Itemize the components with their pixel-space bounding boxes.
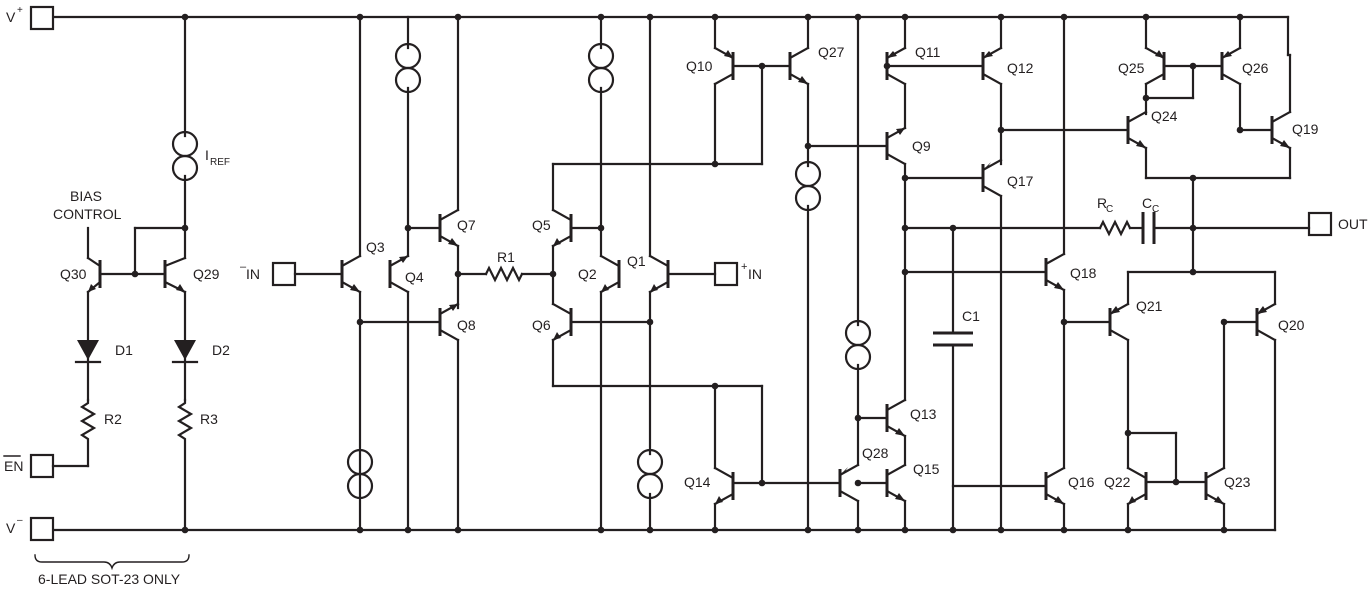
pin-inverting-input: – IN — [240, 261, 297, 287]
q11-label: Q11 — [915, 44, 941, 60]
pin-vminus: V – — [6, 515, 55, 542]
q15-label: Q15 — [913, 461, 940, 477]
q12-label: Q12 — [1007, 60, 1034, 76]
pin-out-label: OUT — [1338, 216, 1368, 232]
q20-label: Q20 — [1278, 317, 1305, 333]
pin-en: EN — [3, 453, 90, 479]
svg-text:+: + — [741, 261, 747, 273]
bias-section: I REF BIAS CONTROL Q30 Q29 D1 R2 — [34, 13, 230, 587]
sot23-note: 6-LEAD SOT-23 ONLY — [38, 571, 181, 587]
q8-label: Q8 — [457, 317, 476, 333]
pin-inv-label: IN — [246, 266, 260, 282]
q5-label: Q5 — [532, 217, 551, 233]
q29-label: Q29 — [193, 266, 220, 282]
q24-label: Q24 — [1151, 108, 1178, 124]
q18-label: Q18 — [1070, 265, 1097, 281]
cc-label: C — [1142, 195, 1152, 211]
control-label: CONTROL — [53, 206, 122, 222]
q30-label: Q30 — [60, 266, 87, 282]
q2-label: Q2 — [578, 266, 597, 282]
r2-label: R2 — [104, 411, 122, 427]
svg-text:–: – — [17, 515, 23, 526]
q28-label: Q28 — [862, 445, 889, 461]
q7-label: Q7 — [457, 217, 476, 233]
q14-label: Q14 — [684, 474, 711, 490]
q23-label: Q23 — [1224, 474, 1251, 490]
q4-label: Q4 — [405, 269, 424, 285]
d1-label: D1 — [115, 342, 133, 358]
q27-label: Q27 — [818, 44, 845, 60]
q17-label: Q17 — [1007, 173, 1034, 189]
q19-label: Q19 — [1292, 121, 1319, 137]
pin-noninverting-input: + IN — [713, 261, 762, 287]
q25-label: Q25 — [1118, 60, 1145, 76]
gain-stage: Q10 Q27 Q14 Q28 — [684, 13, 1130, 534]
svg-text:+: + — [17, 5, 23, 16]
q13-label: Q13 — [910, 406, 937, 422]
q6-label: Q6 — [532, 317, 551, 333]
svg-text:C: C — [1152, 204, 1159, 215]
svg-text:REF: REF — [210, 157, 230, 168]
d2-label: D2 — [212, 342, 230, 358]
pin-output: OUT — [1307, 211, 1368, 237]
q3-label: Q3 — [366, 239, 385, 255]
q16-label: Q16 — [1068, 474, 1095, 490]
rc-label: R — [1097, 195, 1107, 211]
input-stage: Q3 Q4 Q7 Q8 — [293, 13, 764, 534]
pin-noninv-label: IN — [748, 266, 762, 282]
pin-vplus-label: V — [6, 9, 16, 25]
r3-label: R3 — [200, 411, 218, 427]
r1-label: R1 — [497, 249, 515, 265]
svg-text:–: – — [240, 261, 247, 273]
svg-text:C: C — [1106, 204, 1113, 215]
pin-en-label: EN — [4, 458, 23, 474]
bias-label: BIAS — [70, 188, 102, 204]
q1-label: Q1 — [627, 253, 646, 269]
pin-vplus: V + — [6, 5, 55, 31]
q22-label: Q22 — [1104, 474, 1131, 490]
iref-label: I — [205, 147, 209, 163]
pin-vminus-label: V — [6, 520, 16, 536]
output-stage: R C C C Q25 Q26 — [1062, 13, 1319, 534]
q10-label: Q10 — [686, 58, 713, 74]
c1-label: C1 — [962, 308, 980, 324]
supply-rails — [53, 15, 1290, 532]
q9-label: Q9 — [912, 138, 931, 154]
q26-label: Q26 — [1242, 60, 1269, 76]
q21-label: Q21 — [1136, 298, 1163, 314]
